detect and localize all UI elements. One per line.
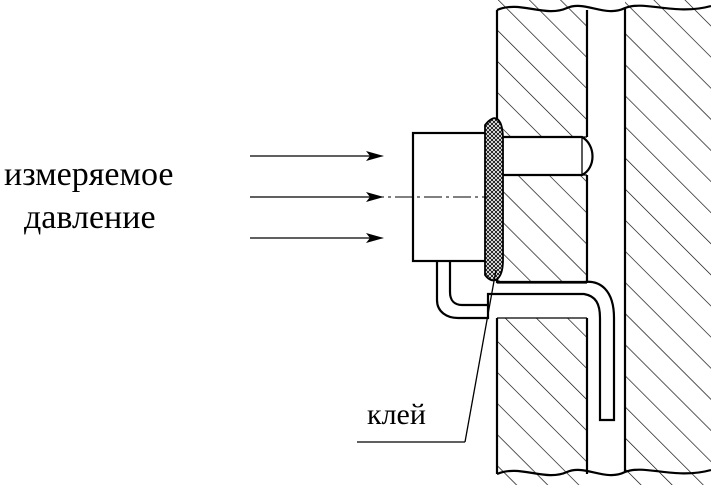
wall-left-section	[497, 0, 587, 485]
pressure-label-line2: давление	[24, 199, 156, 236]
wall-right-section	[625, 0, 711, 485]
pressure-arrows	[250, 151, 384, 243]
pressure-label-line1: измеряемое	[4, 156, 174, 193]
glue-layer	[484, 117, 504, 282]
glue-leader	[357, 269, 497, 443]
sensor-cable	[435, 261, 616, 422]
glue-label: клей	[367, 398, 426, 431]
